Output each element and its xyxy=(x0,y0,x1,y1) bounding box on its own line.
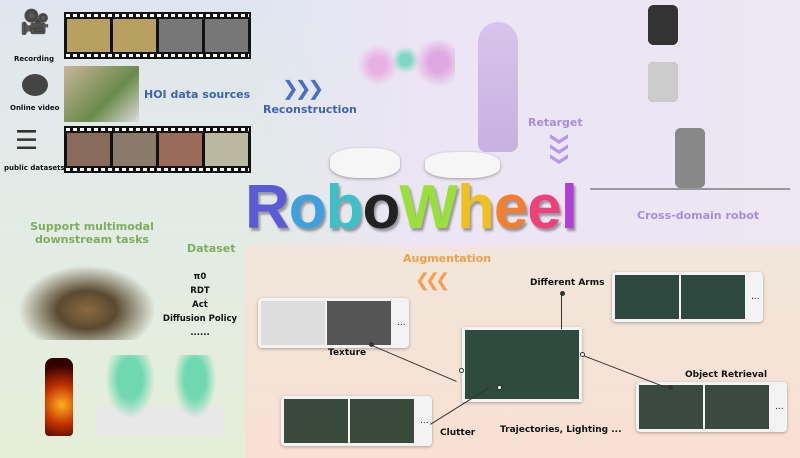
trajectories-lighting-label: Trajectories, Lighting ... xyxy=(500,425,622,435)
object-retrieval-card: ... xyxy=(636,382,787,432)
robot-arms-row xyxy=(535,62,790,112)
logo-letter: l xyxy=(560,173,578,242)
connector-dot xyxy=(369,342,374,347)
different-arms-card: ... xyxy=(612,272,763,322)
downstream-title: Support multimodal downstream tasks xyxy=(22,220,162,246)
policy-item: π0 xyxy=(193,272,207,282)
search-globe-icon xyxy=(22,74,48,96)
robot-hand-grasp-1 xyxy=(95,355,165,435)
center-augment-image xyxy=(462,327,582,402)
logo-letter: b xyxy=(325,173,364,242)
more-ellipsis: ... xyxy=(397,318,406,328)
clutter-card: ... xyxy=(281,396,432,446)
connector-dot xyxy=(497,385,502,390)
robot-hands-row xyxy=(535,5,790,60)
logo-letter: o xyxy=(288,173,327,242)
hoi-data-sources-label: HOI data sources xyxy=(144,88,251,101)
policy-item: Act xyxy=(192,300,208,310)
texture-label: Texture xyxy=(328,348,367,358)
recording-filmstrip xyxy=(64,12,251,59)
chevron-down-arrows-icon: ❯❯❯ xyxy=(549,131,571,162)
more-ellipsis: ... xyxy=(751,292,760,302)
bottles-objects-image xyxy=(18,265,156,340)
downstream-title-line1: Support multimodal xyxy=(30,220,154,233)
policy-item: ...... xyxy=(190,328,210,338)
heatmap-bottle xyxy=(45,358,73,436)
online-video-label: Online video xyxy=(10,104,60,112)
logo-letter: e xyxy=(493,173,528,242)
online-video-thumbnail xyxy=(64,66,139,122)
policy-list: π0 RDT Act Diffusion Policy ...... xyxy=(160,270,240,340)
different-arms-label: Different Arms xyxy=(530,278,605,288)
camera-icon: 🎥 xyxy=(20,8,50,36)
chevron-right-arrows-icon: ❯❯❯ xyxy=(282,76,324,100)
hand-object-meshes xyxy=(345,40,455,90)
policy-item: RDT xyxy=(190,286,210,296)
retarget-label: Retarget xyxy=(528,116,583,129)
public-datasets-label: public datasets xyxy=(4,164,65,172)
reconstruction-label: Reconstruction xyxy=(263,103,357,116)
connector-arms xyxy=(561,293,562,329)
dataset-label: Dataset xyxy=(187,242,236,255)
hand-mesh-left xyxy=(330,148,400,178)
layers-icon: ☰ xyxy=(15,126,39,156)
more-ellipsis: ... xyxy=(775,402,784,412)
logo-letter: R xyxy=(245,173,290,242)
robot-hand-grasp-2 xyxy=(165,355,225,435)
hand-mesh-right xyxy=(425,152,500,178)
more-ellipsis: ... xyxy=(420,416,429,426)
downstream-title-line2: downstream tasks xyxy=(35,233,149,246)
clutter-label: Clutter xyxy=(440,428,476,438)
connector-dot xyxy=(459,368,464,373)
logo-letter: h xyxy=(456,173,495,242)
robowheel-logo: RoboWheel xyxy=(245,172,578,243)
chevron-left-arrows-icon: ❯❯❯ xyxy=(420,270,451,291)
logo-letter: W xyxy=(399,173,458,242)
retarget-region-bg xyxy=(250,0,800,250)
human-body-mesh xyxy=(478,22,518,152)
logo-letter: e xyxy=(527,173,561,242)
public-datasets-filmstrip xyxy=(64,126,251,173)
cross-domain-robot-label: Cross-domain robot xyxy=(637,209,760,222)
object-retrieval-label: Object Retrieval xyxy=(685,370,768,380)
humanoid-robots-row xyxy=(590,115,790,190)
connector-dot xyxy=(560,291,565,296)
connector-dot xyxy=(580,352,585,357)
connector-dot xyxy=(668,385,673,390)
wheel-icon: o xyxy=(362,173,401,242)
recording-label: Recording xyxy=(14,55,54,63)
augmentation-label: Augmentation xyxy=(403,252,492,265)
texture-card: ... xyxy=(258,298,409,348)
policy-item: Diffusion Policy xyxy=(162,314,238,324)
